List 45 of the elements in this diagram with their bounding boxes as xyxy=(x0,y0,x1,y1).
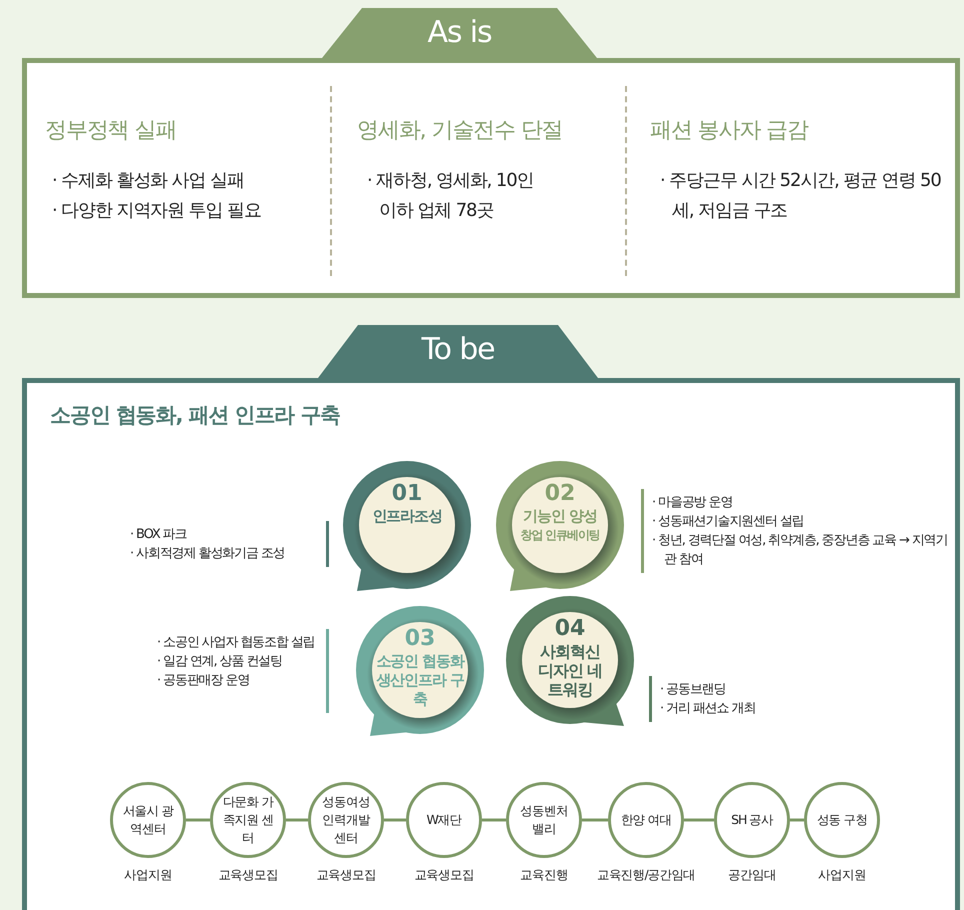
bubble-title: 기능인 양성 xyxy=(522,507,598,526)
bubble-title: 창업 인큐베이팅 xyxy=(519,527,601,544)
bullet-text: · BOX 파크 xyxy=(130,526,188,544)
bullet-text: · 공동브랜딩 xyxy=(660,681,726,699)
connector-line xyxy=(286,818,308,822)
column-heading: 영세화, 기술전수 단절 xyxy=(357,117,563,145)
bullet-text: · 거리 패션쇼 개최 xyxy=(660,700,756,718)
bullet-text: · 주당근무 시간 52시간, 평균 연령 50세, 저임금 구조 xyxy=(660,169,942,223)
role-label: 사업지원 xyxy=(817,867,867,884)
tab-label: As is xyxy=(426,14,493,52)
step-number: 02 xyxy=(544,481,576,507)
column-heading: 패션 봉사자 급감 xyxy=(650,117,808,145)
column-heading: 정부정책 실패 xyxy=(45,117,176,145)
bubble-title: 소공인 협동화 생산인프라 구축 xyxy=(375,652,466,709)
bullet-text: · 재하청, 영세화, 10인 이하 업체 78곳 xyxy=(367,169,534,223)
bullet-text: · 다양한 지역자원 투입 필요 xyxy=(52,199,261,223)
role-label: 사업지원 xyxy=(123,867,173,884)
section-title: 소공인 협동화, 패션 인프라 구축 xyxy=(50,402,340,429)
role-label: 교육생모집 xyxy=(413,867,475,884)
connector-line xyxy=(684,818,714,822)
step-number: 04 xyxy=(554,616,586,642)
step-number: 01 xyxy=(390,481,424,507)
role-label: 교육진행/공간임대 xyxy=(596,867,696,884)
bullet-text: · 수제화 활성화 사업 실패 xyxy=(52,169,244,193)
role-label: 교육생모집 xyxy=(315,867,377,884)
tab-label: To be xyxy=(420,331,496,369)
connector-line xyxy=(790,818,804,822)
connector-line xyxy=(186,818,210,822)
bullet-text: · 공동판매장 운영 xyxy=(157,672,250,690)
bubble-title: 인프라조성 xyxy=(371,507,443,526)
bullet-text: · 소공인 사업자 협동조합 설립 xyxy=(157,634,316,652)
step-number: 03 xyxy=(404,626,436,652)
connector-line xyxy=(582,818,608,822)
connector-line xyxy=(384,818,406,822)
bullet-text: · 성동패션기술지원센터 설립 xyxy=(652,513,805,531)
panel xyxy=(22,325,960,910)
role-label: 교육생모집 xyxy=(217,867,279,884)
panel xyxy=(22,8,960,298)
bullet-text: · 일감 연계, 상품 컨설팅 xyxy=(157,653,283,671)
bullet-text: · 사회적경제 활성화기금 조성 xyxy=(130,545,286,563)
connector-line xyxy=(482,818,506,822)
bubble-title: 사회혁신 디자인 네트워킹 xyxy=(537,642,603,699)
bullet-text: · 마을공방 운영 xyxy=(652,494,734,512)
role-label: 공간임대 xyxy=(727,867,777,884)
bullet-text: · 청년, 경력단절 여성, 취약계층, 중장년층 교육 → 지역기관 참여 xyxy=(652,532,948,569)
